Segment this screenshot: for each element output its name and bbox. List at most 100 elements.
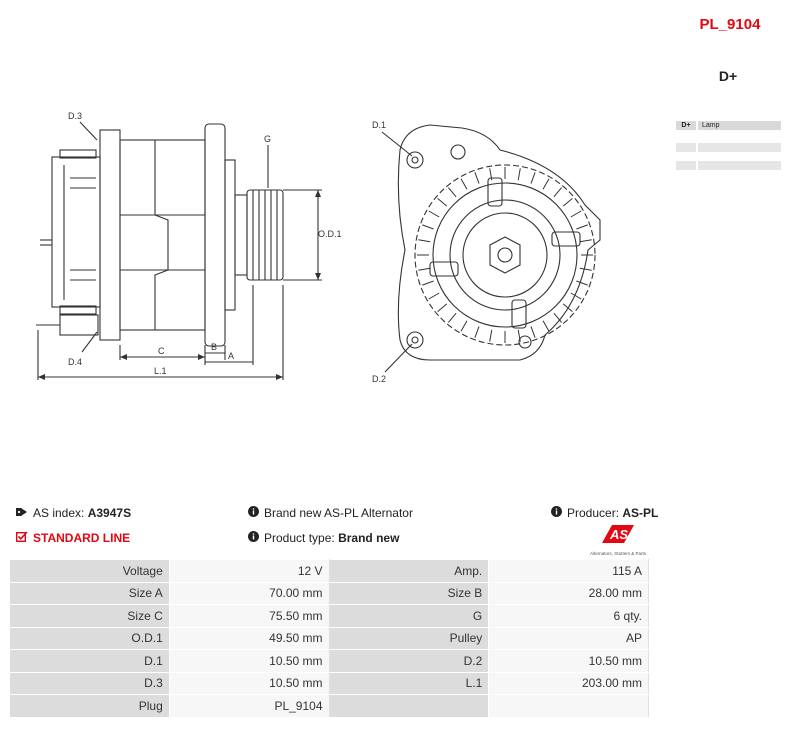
table-row: D.1 10.50 mm D.2 10.50 mm xyxy=(9,649,649,673)
vent-slot xyxy=(530,326,536,338)
vent-slot xyxy=(576,280,588,286)
spec-label: D.2 xyxy=(328,649,490,673)
spec-label: D.1 xyxy=(9,649,170,673)
table-row: Plug PL_9104 xyxy=(9,694,649,718)
vent-slot xyxy=(448,187,457,198)
vent-slot xyxy=(418,267,431,271)
spec-label: Size B xyxy=(328,581,490,605)
label-d2: D.2 xyxy=(372,374,386,384)
label-c: C xyxy=(158,346,165,356)
vent-slot xyxy=(474,172,480,184)
vent-slot xyxy=(570,210,582,218)
vent-slot xyxy=(489,329,493,342)
brand-info: Brand new AS-PL Alternator xyxy=(248,506,413,520)
spec-table: Voltage 12 V Amp. 115 A Size A 70.00 mm … xyxy=(9,559,649,718)
spec-value: 6 qty. xyxy=(488,604,649,628)
table-row: D.3 10.50 mm L.1 203.00 mm xyxy=(9,671,649,695)
vent-slot xyxy=(562,198,573,207)
vent-slot xyxy=(460,320,468,332)
spec-value: 10.50 mm xyxy=(168,671,330,695)
vent-slot xyxy=(579,267,592,271)
vent-slot xyxy=(448,312,457,323)
spec-value: 203.00 mm xyxy=(488,671,649,695)
producer-value: AS-PL xyxy=(622,506,659,520)
as-index-label: AS index: xyxy=(33,506,85,520)
table-row: Size C 75.50 mm G 6 qty. xyxy=(9,604,649,628)
spec-label: O.D.1 xyxy=(9,626,170,650)
spec-value: AP xyxy=(488,626,649,650)
pin-name: D+ xyxy=(676,121,696,130)
rear-cover-shape xyxy=(51,156,101,308)
vent-slot xyxy=(570,292,582,300)
vent-slot xyxy=(489,168,493,181)
vent-slot xyxy=(530,172,536,184)
spec-label: Voltage xyxy=(9,559,170,583)
spec-label: Amp. xyxy=(328,559,490,583)
label-l1: L.1 xyxy=(154,366,167,376)
label-g: G xyxy=(264,134,271,144)
front-housing-shape xyxy=(397,124,601,361)
label-od1: O.D.1 xyxy=(318,229,342,239)
brand-text: Brand new AS-PL Alternator xyxy=(264,506,413,520)
info-icon xyxy=(248,506,259,520)
vent-slot xyxy=(579,239,592,243)
spec-value: 10.50 mm xyxy=(488,649,649,673)
pin-name xyxy=(676,161,696,170)
as-logo: AS Alternators, Starters & Parts xyxy=(586,523,650,556)
spec-value: 10.50 mm xyxy=(168,649,330,673)
info-icon xyxy=(551,506,562,520)
vent-slot xyxy=(562,303,573,312)
spec-label: Pulley xyxy=(328,626,490,650)
vent-slot xyxy=(437,198,448,207)
table-row: Voltage 12 V Amp. 115 A xyxy=(9,559,649,583)
label-d4: D.4 xyxy=(68,357,82,367)
vent-slot xyxy=(542,178,550,190)
pin-row xyxy=(676,161,781,170)
spec-label: D.3 xyxy=(9,671,170,695)
producer-label: Producer: xyxy=(567,506,620,520)
vent-slot xyxy=(460,178,468,190)
spec-value: 49.50 mm xyxy=(168,626,330,650)
vent-slot xyxy=(553,187,562,198)
vent-slots xyxy=(417,167,593,343)
product-code: PL_9104 xyxy=(699,16,761,33)
pin-desc: Lamp xyxy=(698,121,781,130)
vent-slot xyxy=(517,168,521,181)
spec-label: G xyxy=(328,604,490,628)
pin-name xyxy=(676,143,696,152)
as-logo-text: AS xyxy=(609,527,628,542)
spec-value: 115 A xyxy=(488,559,649,583)
vent-slot xyxy=(474,326,480,338)
spec-value: PL_9104 xyxy=(168,694,330,718)
label-a: A xyxy=(228,351,234,361)
label-b: B xyxy=(211,342,217,352)
table-row: Size A 70.00 mm Size B 28.00 mm xyxy=(9,581,649,605)
spec-label: Size A xyxy=(9,581,170,605)
vent-slot xyxy=(542,320,550,332)
alternator-drawing: D.3 D.4 G O.D.1 C B A L.1 D.1 D.2 xyxy=(36,111,601,384)
spec-value: 28.00 mm xyxy=(488,581,649,605)
tag-icon xyxy=(16,506,28,520)
pin-row xyxy=(676,143,781,152)
pin-row: D+ Lamp xyxy=(676,121,781,130)
pin-table: D+ Lamp xyxy=(676,121,781,175)
producer: Producer: AS-PL xyxy=(551,506,658,520)
as-logo-tagline: Alternators, Starters & Parts xyxy=(589,551,647,556)
spec-value: 12 V xyxy=(168,559,330,583)
vent-slot xyxy=(428,210,440,218)
spec-label: Plug xyxy=(9,694,170,718)
vent-slot xyxy=(517,329,521,342)
spec-label: Size C xyxy=(9,604,170,628)
vent-slot xyxy=(422,224,434,230)
label-d1: D.1 xyxy=(372,120,386,130)
as-index: AS index: A3947S xyxy=(16,506,131,520)
pin-desc xyxy=(698,143,781,152)
product-type-label: Product type: xyxy=(264,531,335,545)
checkbox-icon xyxy=(15,531,28,545)
spec-label: L.1 xyxy=(328,671,490,695)
vent-slot xyxy=(437,303,448,312)
as-index-value: A3947S xyxy=(87,506,132,520)
standard-line-text: STANDARD LINE xyxy=(33,531,131,545)
vent-slot xyxy=(576,224,588,230)
info-icon xyxy=(248,531,259,545)
